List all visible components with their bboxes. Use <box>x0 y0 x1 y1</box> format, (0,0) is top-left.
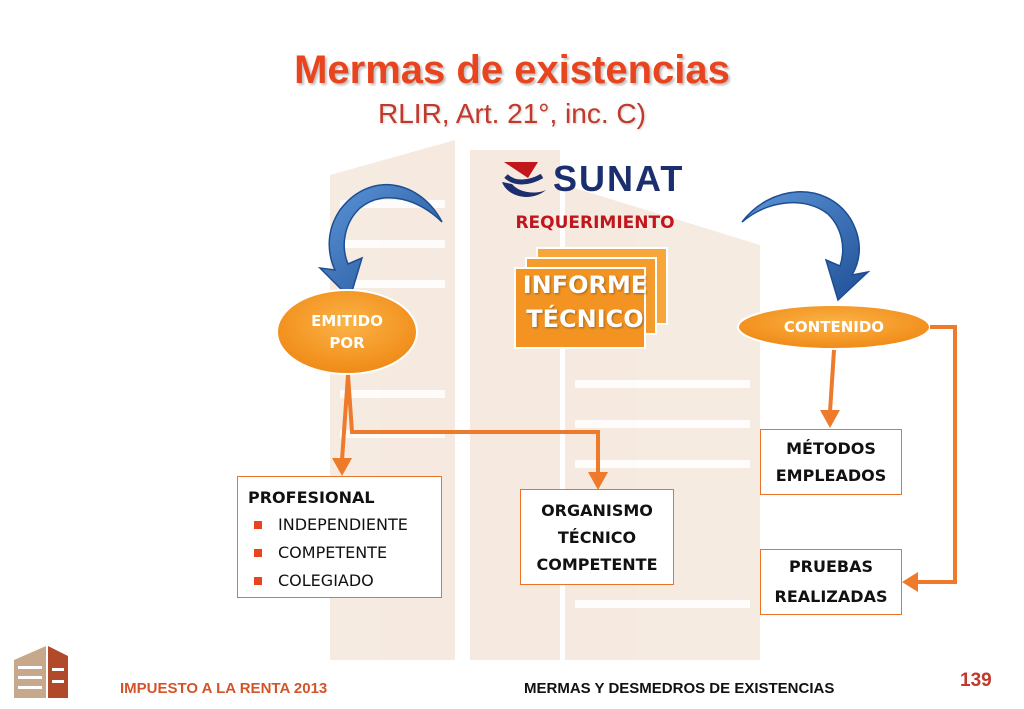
page-number: 139 <box>960 670 992 691</box>
list-item: COLEGIADO <box>248 567 441 595</box>
list-item: COMPETENTE <box>248 539 441 567</box>
organismo-line-1: ORGANISMO <box>541 500 653 520</box>
organismo-line-3: COMPETENTE <box>536 554 658 574</box>
left-curved-arrow-icon <box>317 184 443 300</box>
requerimiento-label: REQUERIMIENTO <box>515 213 675 233</box>
emitido-line-1: EMITIDO <box>311 312 383 330</box>
metodos-line-2: EMPLEADOS <box>775 466 887 485</box>
metodos-box: MÉTODOS EMPLEADOS <box>760 429 902 495</box>
emitido-por-label: EMITIDO POR <box>278 292 416 372</box>
bullet-icon <box>254 549 262 557</box>
sunat-logo-text: SUNAT <box>553 158 685 199</box>
contenido-label: CONTENIDO <box>783 318 885 336</box>
informe-line-1: INFORME <box>522 271 648 299</box>
pruebas-line-1: PRUEBAS <box>788 557 874 576</box>
organismo-box: ORGANISMO TÉCNICO COMPETENTE <box>520 489 674 585</box>
emitido-line-2: POR <box>329 334 365 352</box>
footer-right-text: MERMAS Y DESMEDROS DE EXISTENCIAS <box>524 680 835 697</box>
informe-page-front <box>514 267 646 349</box>
pruebas-box: PRUEBAS REALIZADAS <box>760 549 902 615</box>
sunat-logo-icon <box>502 162 546 197</box>
profesional-heading: PROFESIONAL <box>248 488 375 507</box>
footer-building-logo-icon <box>14 646 68 698</box>
bullet-icon <box>254 521 262 529</box>
page-subtitle: RLIR, Art. 21°, inc. C) <box>378 98 646 129</box>
page-title: Mermas de existencias <box>294 48 730 92</box>
footer-left-text: IMPUESTO A LA RENTA 2013 <box>120 680 328 697</box>
informe-line-2: TÉCNICO <box>526 305 644 333</box>
bullet-icon <box>254 577 262 585</box>
pruebas-line-2: REALIZADAS <box>774 587 888 606</box>
list-item: INDEPENDIENTE <box>248 511 441 539</box>
informe-tecnico-label: INFORME TÉCNICO <box>515 268 655 350</box>
emitido-oval <box>276 289 418 375</box>
metodos-line-1: MÉTODOS <box>786 439 876 458</box>
profesional-list: INDEPENDIENTE COMPETENTE COLEGIADO <box>248 511 441 595</box>
organismo-line-2: TÉCNICO <box>557 527 637 547</box>
right-curved-arrow-icon <box>741 191 871 302</box>
profesional-box: PROFESIONAL INDEPENDIENTE COMPETENTE COL… <box>237 476 442 598</box>
